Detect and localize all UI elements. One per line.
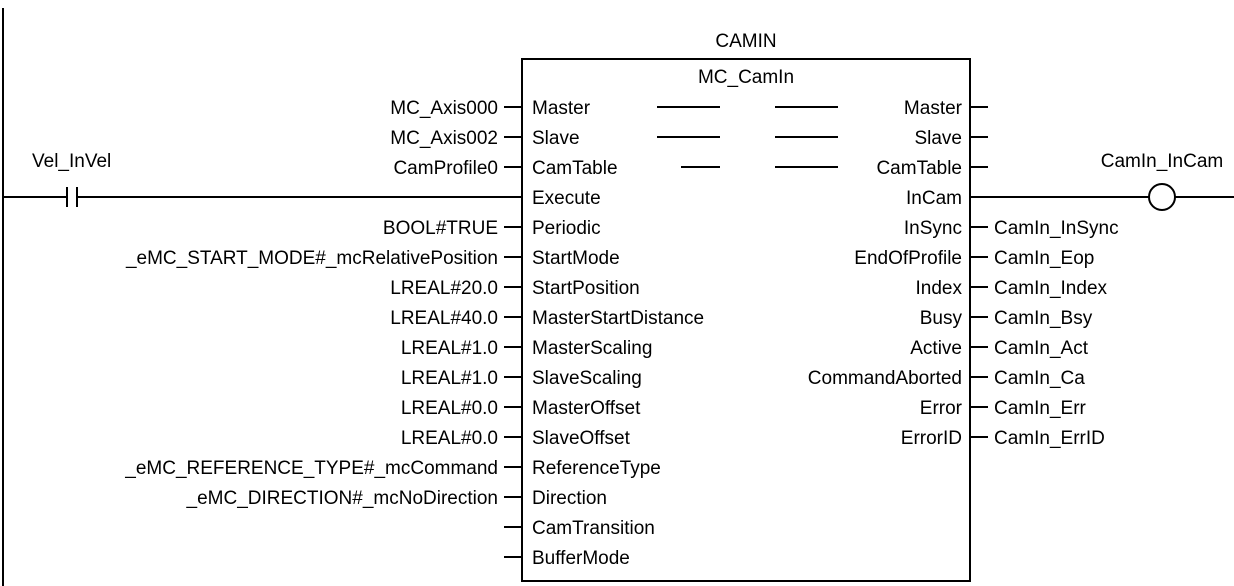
in-variable: CamProfile0 — [393, 158, 498, 179]
input-pin-label: Periodic — [532, 218, 601, 239]
output-pin-label: EndOfProfile — [854, 248, 962, 269]
output-pin-label: ErrorID — [901, 428, 962, 449]
in-variable: MC_Axis000 — [390, 98, 498, 119]
output-variable: CamIn_Act — [994, 338, 1089, 359]
function-block-type: MC_CamIn — [698, 67, 794, 88]
output-pin-label: Active — [910, 338, 962, 359]
output-pin-label: Index — [916, 278, 963, 299]
output-pin-label: Busy — [920, 308, 963, 329]
input-variable: LREAL#0.0 — [401, 398, 498, 419]
input-variable: LREAL#0.0 — [401, 428, 498, 449]
input-pin-label: ReferenceType — [532, 458, 661, 479]
inout-pin-label-right: CamTable — [876, 158, 962, 179]
output-coil[interactable] — [1148, 183, 1176, 211]
input-variable: _eMC_DIRECTION#_mcNoDirection — [186, 488, 498, 509]
input-variable: LREAL#1.0 — [401, 368, 498, 389]
output-coil-variable: CamIn_InCam — [1101, 151, 1224, 172]
input-variable: LREAL#1.0 — [401, 338, 498, 359]
output-variable: CamIn_Eop — [994, 248, 1094, 269]
output-variable: CamIn_Err — [994, 398, 1087, 419]
in-variable: MC_Axis002 — [390, 128, 498, 149]
inout-pin-label-left: CamTable — [532, 158, 618, 179]
function-block-box[interactable] — [521, 58, 971, 582]
output-pin-label: InCam — [906, 188, 962, 209]
output-pin-label: CommandAborted — [808, 368, 962, 389]
output-pin-label: InSync — [904, 218, 962, 239]
output-variable: CamIn_Ca — [994, 368, 1085, 389]
input-variable: _eMC_REFERENCE_TYPE#_mcCommand — [124, 458, 498, 479]
input-pin-label: Execute — [532, 188, 601, 209]
output-variable: CamIn_ErrID — [994, 428, 1105, 449]
input-pin-label: MasterOffset — [532, 398, 641, 419]
input-pin-label: StartMode — [532, 248, 620, 269]
instance-name: CAMIN — [715, 31, 776, 52]
input-variable: _eMC_START_MODE#_mcRelativePosition — [125, 248, 498, 269]
output-variable: CamIn_InSync — [994, 218, 1119, 239]
output-variable: CamIn_Index — [994, 278, 1108, 299]
inout-pin-label-left: Slave — [532, 128, 580, 149]
execute-contact-variable: Vel_InVel — [32, 151, 111, 172]
input-pin-label: StartPosition — [532, 278, 640, 299]
inout-pin-label-right: Master — [904, 98, 963, 119]
input-pin-label: CamTransition — [532, 518, 655, 539]
execute-contact[interactable] — [66, 187, 78, 207]
input-pin-label: SlaveScaling — [532, 368, 642, 389]
input-pin-label: Direction — [532, 488, 607, 509]
input-pin-label: BufferMode — [532, 548, 630, 569]
input-variable: LREAL#40.0 — [390, 308, 498, 329]
input-pin-label: MasterScaling — [532, 338, 652, 359]
input-variable: BOOL#TRUE — [383, 218, 498, 239]
inout-pin-label-left: Master — [532, 98, 591, 119]
input-pin-label: MasterStartDistance — [532, 308, 704, 329]
output-variable: CamIn_Bsy — [994, 308, 1093, 329]
input-variable: LREAL#20.0 — [390, 278, 498, 299]
inout-pin-label-right: Slave — [914, 128, 962, 149]
output-pin-label: Error — [920, 398, 963, 419]
input-pin-label: SlaveOffset — [532, 428, 631, 449]
